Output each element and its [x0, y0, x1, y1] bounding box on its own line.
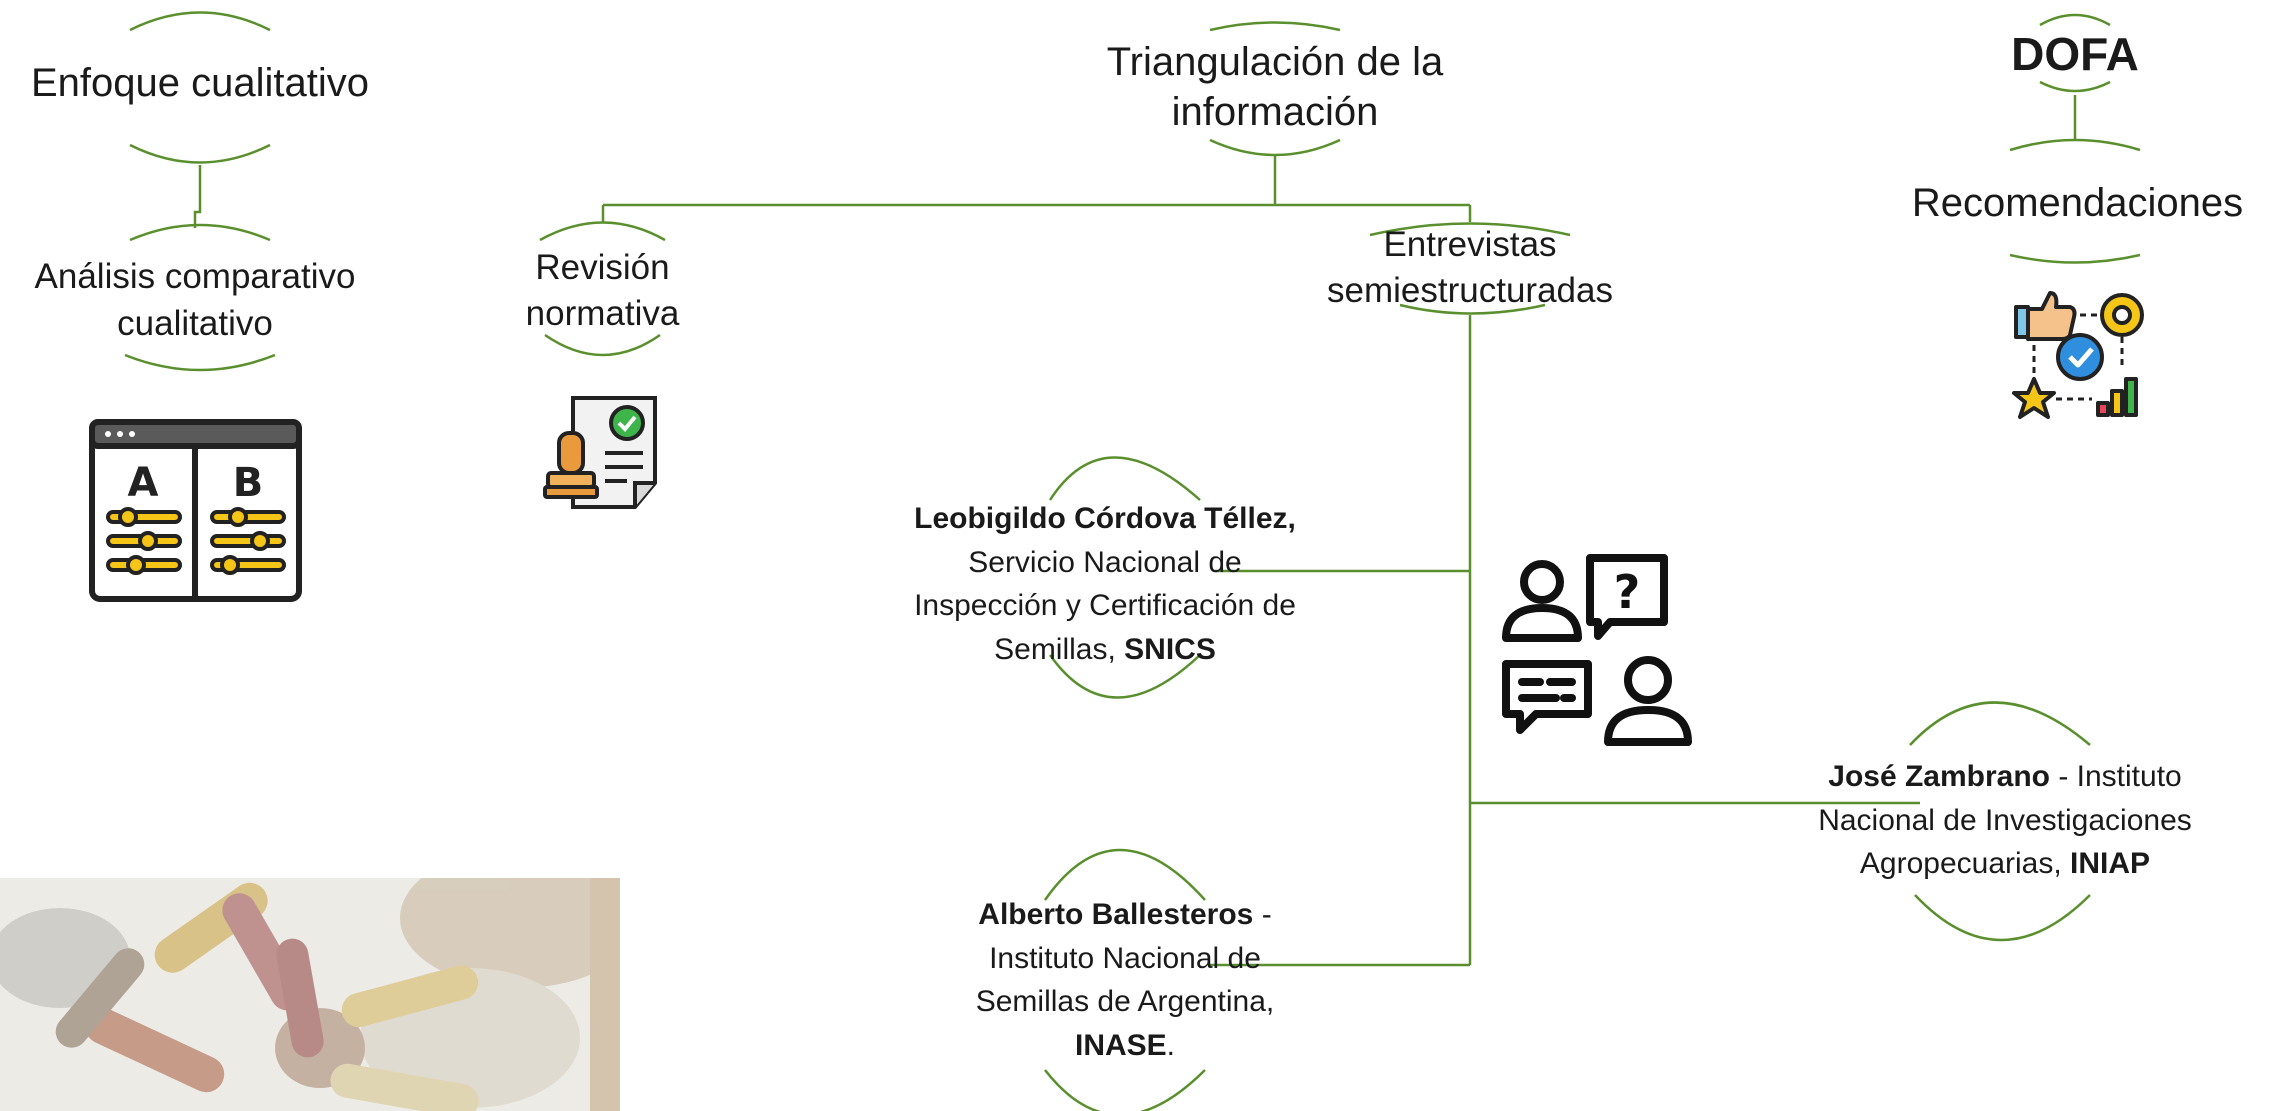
- arc-triangulacion-top: [1209, 21, 1341, 32]
- arc-revision-top: [539, 221, 666, 242]
- svg-text:?: ?: [1614, 565, 1641, 619]
- arc-enfoque-bottom: [129, 143, 271, 164]
- interviewee-alberto: Alberto Ballesteros - Instituto Nacional…: [900, 893, 1350, 1067]
- leobigildo-acronym: SNICS: [1124, 632, 1216, 666]
- arc-triangulacion-bottom: [1209, 138, 1341, 157]
- jose-acronym: INIAP: [2070, 847, 2151, 880]
- arc-jose-top: [1909, 701, 2091, 746]
- arc-alberto-top: [1043, 848, 1206, 901]
- arc-recomendaciones-top: [2009, 138, 2141, 152]
- ab-comparison-window-icon: A B: [89, 419, 302, 602]
- node-recomendaciones: Recomendaciones: [1911, 181, 2244, 225]
- arc-analisis-top: [129, 223, 271, 242]
- node-enfoque-cualitativo: Enfoque cualitativo: [30, 61, 369, 105]
- arc-analisis-bottom: [124, 353, 276, 372]
- node-entrevistas: Entrevistas semiestructuradas: [1290, 222, 1650, 313]
- alberto-name: Alberto Ballesteros: [978, 898, 1254, 931]
- jose-rest1: - Instituto: [2050, 760, 2182, 793]
- revision-line1: Revisión: [535, 248, 670, 287]
- triangulacion-line2: información: [1171, 90, 1379, 134]
- recommendation-feedback-icon: [2012, 291, 2144, 419]
- leobigildo-line3: Inspección y Certificación de: [914, 589, 1296, 622]
- alberto-line3: Semillas de Argentina,: [975, 985, 1275, 1018]
- arc-alberto-bottom: [1044, 1069, 1206, 1111]
- arc-enfoque-top: [129, 11, 271, 32]
- interviewee-jose: José Zambrano - Instituto Nacional de In…: [1780, 755, 2230, 886]
- jose-line2: Nacional de Investigaciones: [1818, 803, 2192, 837]
- arc-entrevistas-top: [1369, 222, 1571, 237]
- arc-jose-bottom: [1914, 894, 2091, 942]
- interview-chat-icon: ?: [1502, 554, 1692, 746]
- node-dofa: DOFA: [2011, 28, 2139, 80]
- svg-text:A: A: [128, 460, 159, 506]
- alberto-rest1: -: [1253, 898, 1272, 931]
- arc-entrevistas-bottom: [1399, 303, 1546, 315]
- approved-document-stamp-icon: [543, 396, 657, 509]
- arc-dofa-bottom: [2039, 80, 2111, 93]
- alberto-suffix: .: [1166, 1028, 1176, 1062]
- arc-dofa-top: [2039, 13, 2111, 27]
- arc-leobigildo-bottom: [1048, 654, 1201, 699]
- arc-recomendaciones-bottom: [2009, 253, 2141, 264]
- node-triangulacion: Triangulación de la información: [1075, 37, 1475, 137]
- jose-line3: Agropecuarias,: [1859, 847, 2071, 880]
- alberto-acronym: INASE: [1074, 1028, 1167, 1062]
- alberto-line2: Instituto Nacional de: [989, 941, 1261, 975]
- revision-line2: normativa: [525, 293, 680, 333]
- node-revision-normativa: Revisión normativa: [500, 245, 705, 336]
- connector-enfoque-analisis: [193, 165, 202, 228]
- leobigildo-name: Leobigildo Córdova Téllez,: [914, 502, 1296, 535]
- jose-name: José Zambrano: [1828, 760, 2050, 793]
- leobigildo-line4: Semillas,: [994, 632, 1125, 666]
- arc-leobigildo-top: [1048, 456, 1201, 501]
- entrevistas-line2: semiestructuradas: [1327, 270, 1613, 310]
- svg-text:B: B: [233, 460, 264, 506]
- interviewee-leobigildo: Leobigildo Córdova Téllez, Servicio Naci…: [870, 497, 1340, 671]
- arc-revision-bottom: [544, 333, 661, 357]
- corn-seeds-photo: [0, 878, 620, 1111]
- leobigildo-line2: Servicio Nacional de: [968, 545, 1242, 579]
- node-analisis-comparativo: Análisis comparativo cualitativo: [34, 257, 356, 344]
- entrevistas-line1: Entrevistas: [1383, 225, 1557, 264]
- triangulacion-line1: Triangulación de la: [1106, 40, 1444, 84]
